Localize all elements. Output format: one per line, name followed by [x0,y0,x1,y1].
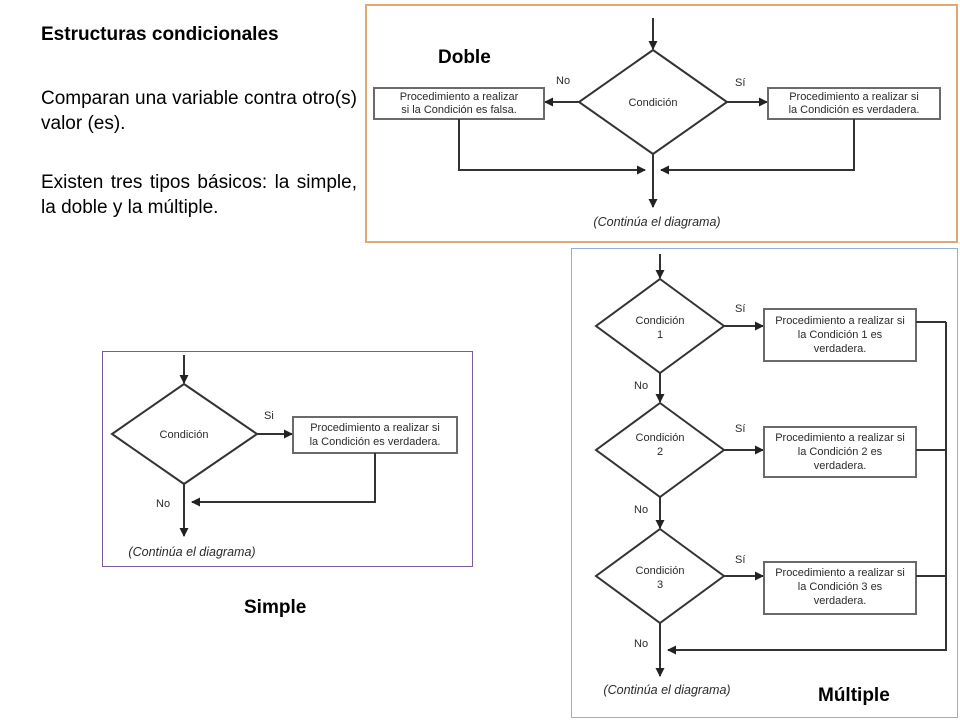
multiple-collector-line [667,322,947,655]
intro-paragraph-compare: Comparan una variable contra otro(s) val… [41,88,357,134]
doble-caption: Doble [438,47,491,68]
multiple-condition-3-number: 3 [657,579,663,591]
simple-diagram: Condición Si Procedimiento a realizar si… [110,355,458,559]
doble-false-box-line2: si la Condición es falsa. [401,104,517,116]
multiple-condition-1-label: Condición [636,315,685,327]
simple-continue-text: (Continúa el diagrama) [128,545,255,559]
multiple-diagram-frame [571,248,958,718]
multiple-no-3-label: No [634,638,648,650]
multiple-caption: Múltiple [818,685,890,706]
doble-diagram-frame [365,4,958,243]
multiple-diagram: Condición 1 Sí Procedimiento a realizar … [594,254,947,697]
multiple-box-3-line1: Procedimiento a realizar si [775,567,905,579]
multiple-condition-2-label: Condición [636,432,685,444]
simple-diagram-frame [102,351,473,567]
simple-true-box-line2: la Condición es verdadera. [310,436,441,448]
simple-true-box [292,416,458,454]
multiple-continue-text: (Continúa el diagrama) [603,683,730,697]
doble-diagram: Condición No Procedimiento a realizar si… [373,18,941,229]
simple-caption: Simple [244,597,307,618]
multiple-box-2-line2: la Condición 2 es [798,446,883,458]
simple-si-label: Si [264,410,274,422]
simple-condition-label: Condición [160,429,209,441]
intro-paragraph-types: Existen tres tipos básicos: la simple, l… [41,172,357,218]
multiple-box-1 [763,308,917,362]
multiple-box-1-line1: Procedimiento a realizar si [775,315,905,327]
multiple-si-3-label: Sí [735,554,745,566]
doble-true-box-line1: Procedimiento a realizar si [789,91,919,103]
doble-condition-label: Condición [629,97,678,109]
multiple-si-1-label: Sí [735,303,745,315]
multiple-box-1-line2: la Condición 1 es [798,329,883,341]
multiple-box-3-line3: verdadera. [814,595,867,607]
multiple-box-2-line3: verdadera. [814,460,867,472]
multiple-box-3 [763,561,917,615]
multiple-no-1-label: No [634,380,648,392]
multiple-box-2-line1: Procedimiento a realizar si [775,432,905,444]
multiple-box-3-line2: la Condición 3 es [798,581,883,593]
doble-true-return [660,119,855,175]
multiple-condition-1-number: 1 [657,329,663,341]
doble-true-box-line2: la Condición es verdadera. [789,104,920,116]
doble-false-return [458,119,646,175]
multiple-condition-2-number: 2 [657,446,663,458]
simple-true-return [191,453,376,507]
doble-continue-text: (Continúa el diagrama) [593,215,720,229]
doble-false-box-line1: Procedimiento a realizar [400,91,519,103]
multiple-condition-3-label: Condición [636,565,685,577]
simple-no-label: No [156,498,170,510]
multiple-box-2 [763,426,917,478]
multiple-no-2-label: No [634,504,648,516]
doble-no-label: No [556,75,570,87]
multiple-box-1-line3: verdadera. [814,343,867,355]
simple-true-box-line1: Procedimiento a realizar si [310,422,440,434]
section-title: Estructuras condicionales [41,24,279,45]
multiple-si-2-label: Sí [735,423,745,435]
doble-si-label: Sí [735,77,745,89]
